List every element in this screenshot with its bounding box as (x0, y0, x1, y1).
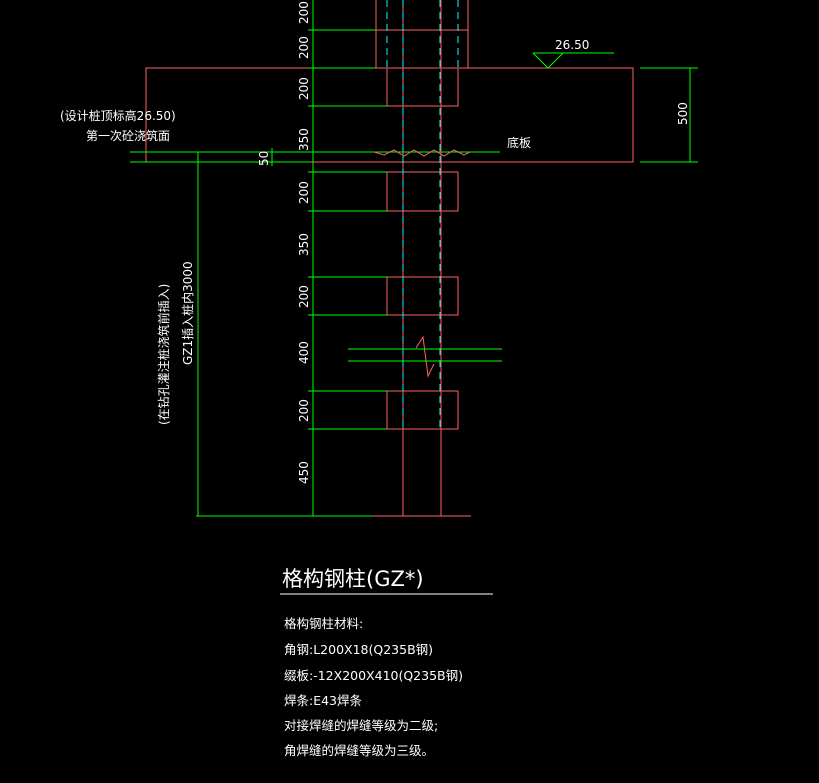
segment-dim: 400 (297, 341, 311, 364)
material-line: 角钢:L200X18(Q235B钢) (284, 642, 433, 657)
segment-dim: 200 (297, 36, 311, 59)
pile-top-note: (设计桩顶标高26.50) (60, 108, 176, 123)
segment-dim: 200 (297, 399, 311, 422)
bottom-slab (145, 67, 634, 163)
dimension-lines (130, 0, 698, 517)
elevation-triangle (532, 52, 565, 69)
first-pour-note: 第一次砼浇筑面 (86, 128, 170, 143)
segment-dim: 200 (297, 77, 311, 100)
bottom-slab-label: 底板 (507, 135, 531, 150)
segment-dim: 450 (297, 461, 311, 484)
batten-plate-4 (386, 390, 459, 430)
gap-dim: 50 (257, 151, 271, 166)
steel-column (145, 0, 634, 517)
material-line: 对接焊缝的焊缝等级为二级; (284, 718, 438, 733)
segment-dim: 200 (297, 1, 311, 24)
segment-dim: 200 (297, 285, 311, 308)
segment-dim: 350 (297, 128, 311, 151)
material-line: 焊条:E43焊条 (284, 693, 363, 708)
vertical-note-2: GZ1插入桩内3000 (180, 261, 195, 365)
segment-dim: 200 (297, 181, 311, 204)
slab-break-zigzag (373, 149, 471, 157)
batten-plate-1 (386, 67, 459, 107)
centerlines (386, 0, 459, 430)
material-line: 缀板:-12X200X410(Q235B钢) (284, 668, 463, 683)
slab-thickness-dim: 500 (676, 102, 690, 125)
materials-heading: 格构钢柱材料: (284, 616, 363, 631)
column-break-symbol (415, 335, 435, 378)
segment-dim: 350 (297, 233, 311, 256)
batten-plate-2 (386, 171, 459, 212)
elevation-value: 26.50 (555, 38, 589, 52)
vertical-note-1: (在钻孔灌注桩浇筑前插入) (156, 284, 171, 425)
batten-plate-3 (386, 276, 459, 316)
drawing-title: 格构钢柱(GZ*) (282, 567, 424, 591)
material-line: 角焊缝的焊缝等级为三级。 (284, 743, 434, 758)
